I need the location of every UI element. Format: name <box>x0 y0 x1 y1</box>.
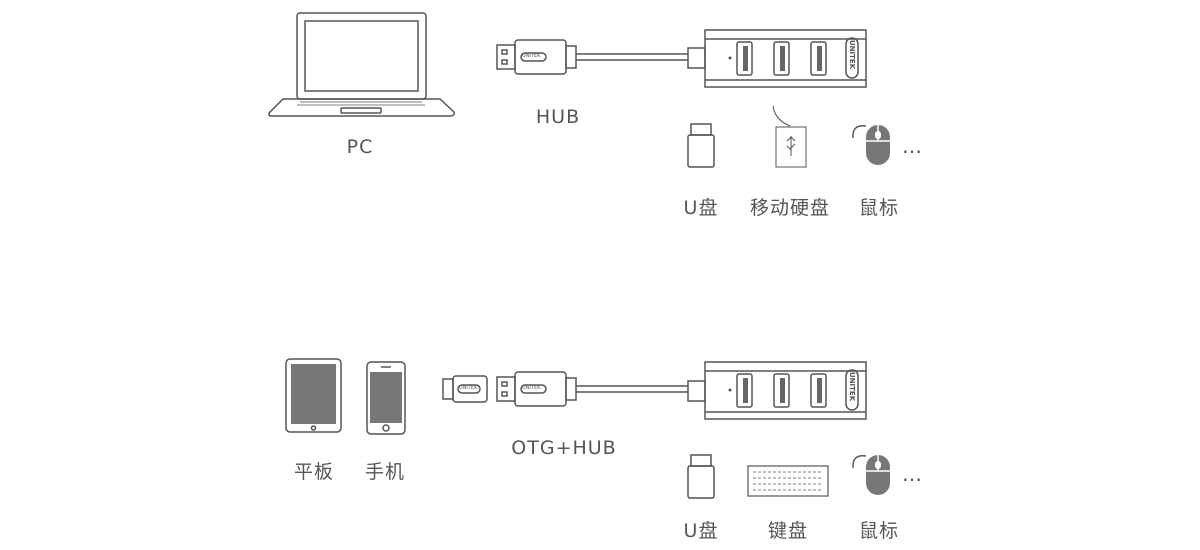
hub-label: HUB <box>535 106 581 128</box>
phone-label: 手机 <box>364 461 405 483</box>
device-label-usb-drive: U盘 <box>683 520 719 542</box>
usb-plug-icon <box>496 371 577 407</box>
hub-brand-text: UNITEK <box>848 372 856 402</box>
hub-cable <box>576 53 688 61</box>
otg-hub-label: OTG+HUB <box>511 437 617 459</box>
device-label-usb-drive: U盘 <box>683 197 719 219</box>
tablet-label: 平板 <box>293 461 334 483</box>
device-label-keyboard: 键盘 <box>767 520 808 542</box>
device-label-external-drive: 移动硬盘 <box>749 197 830 219</box>
otg-adapter-icon <box>442 375 488 403</box>
device-label-mouse: 鼠标 <box>858 520 899 542</box>
laptop-icon <box>268 12 455 117</box>
keyboard-icon <box>747 465 829 497</box>
more-devices-ellipsis: … <box>902 462 924 486</box>
mouse-icon <box>852 125 890 165</box>
usb-hub-icon <box>687 29 867 88</box>
hub-brand-text: UNITEK <box>848 40 856 70</box>
plug-brand-text: UNITEK <box>522 385 541 391</box>
usb-hub-icon <box>687 361 867 420</box>
mouse-icon <box>852 455 890 495</box>
usb-flash-drive-icon <box>687 454 715 499</box>
pc-label: PC <box>346 136 374 158</box>
usb-flash-drive-icon <box>687 123 715 168</box>
phone-icon <box>366 361 406 435</box>
more-devices-ellipsis: … <box>902 134 924 158</box>
otg-hub-cable <box>576 385 688 393</box>
external-hard-drive-icon <box>772 105 807 168</box>
usb-plug-icon <box>496 39 577 75</box>
tablet-icon <box>285 358 342 433</box>
plug-brand-text: UNITEK <box>522 53 541 59</box>
device-label-mouse: 鼠标 <box>858 197 899 219</box>
adapter-brand-text: UNITEK <box>459 385 478 391</box>
